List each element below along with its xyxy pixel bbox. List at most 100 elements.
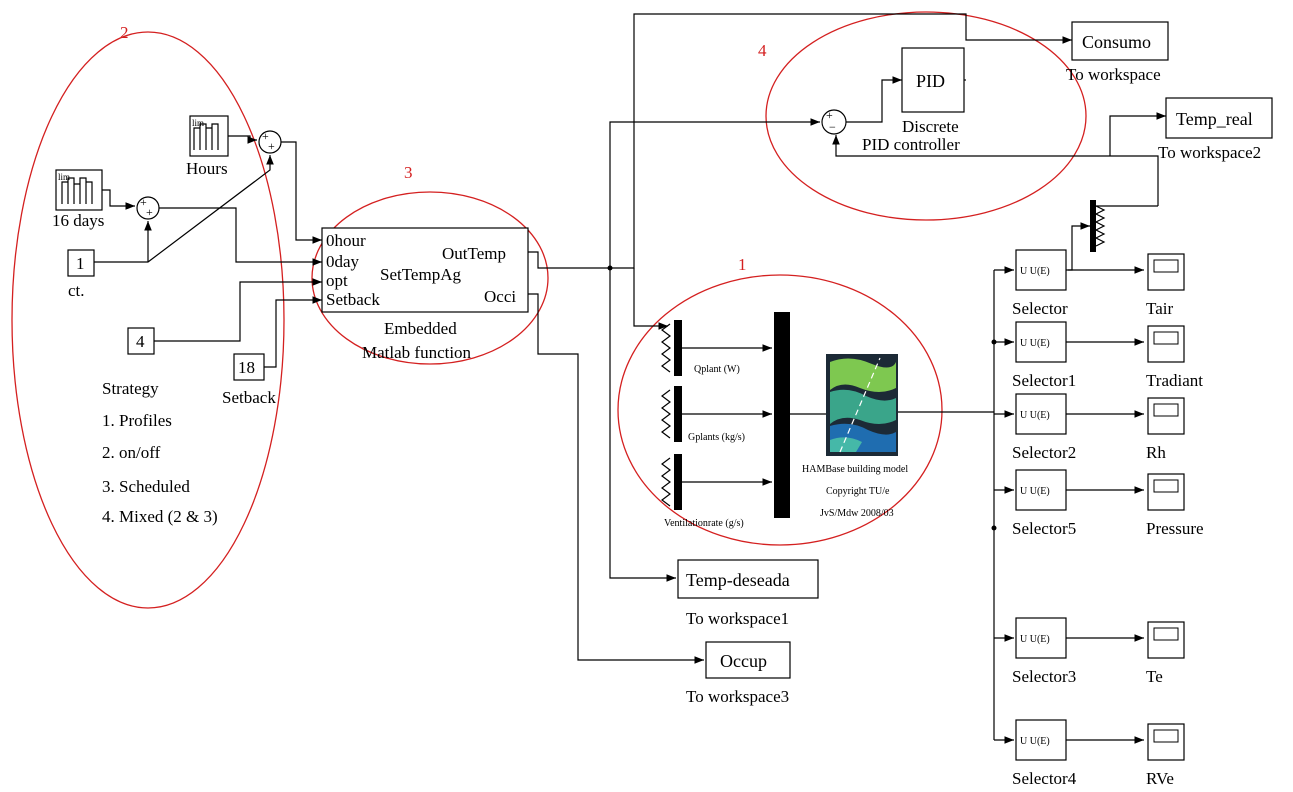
temp-real-sub: To workspace2 — [1158, 143, 1261, 162]
branch-point-bus-1 — [991, 339, 997, 345]
strategy-item-4: 4. Mixed (2 & 3) — [102, 507, 218, 526]
consumo-sub: To workspace — [1066, 65, 1161, 84]
temp-real-label: Temp_real — [1176, 109, 1253, 129]
embedded-caption-1: Embedded — [384, 319, 457, 338]
sum-hours[interactable]: + + — [258, 129, 282, 154]
port-occi: Occi — [484, 287, 516, 306]
constant-1-block[interactable] — [67, 249, 95, 277]
hambase-line-1: HAMBase building model — [802, 464, 908, 475]
svg-text:+: + — [262, 129, 269, 143]
selector-block-label: U U(E) — [1020, 736, 1050, 747]
scope-screen-icon — [1153, 259, 1179, 273]
scope-name: Pressure — [1146, 519, 1204, 538]
scope-screen-icon — [1153, 331, 1179, 345]
input-mux-ventilation[interactable] — [661, 454, 682, 510]
svg-text:+: + — [146, 205, 153, 219]
scope-name: Rh — [1146, 443, 1166, 462]
temp-deseada-label: Temp-deseada — [686, 570, 790, 590]
wire-sumhours-to-0hour — [281, 141, 322, 244]
region-ellipse-4 — [765, 11, 1087, 221]
wire-days-to-sum — [102, 189, 135, 210]
wire-outtemp-to-mux-qplant — [610, 13, 1072, 269]
scope-screen-icon — [1153, 479, 1179, 493]
hours-source-block[interactable]: lim — [189, 115, 229, 157]
selector-name: Selector2 — [1012, 443, 1076, 462]
wire-hours-to-sum — [228, 135, 257, 144]
input-mux-gplants[interactable] — [661, 386, 682, 442]
wire-occi — [528, 293, 704, 664]
selector-block-label: U U(E) — [1020, 338, 1050, 349]
strategy-item-3: 3. Scheduled — [102, 477, 190, 496]
port-outtemp: OutTemp — [442, 244, 506, 263]
region-ellipse-2 — [11, 31, 285, 609]
scope-name: Tair — [1146, 299, 1173, 318]
occup-workspace-block[interactable] — [705, 641, 791, 679]
scope-screen-icon — [1153, 627, 1179, 641]
selector-block-label: U U(E) — [1020, 634, 1050, 645]
input-mux-qplant[interactable] — [661, 320, 682, 376]
svg-text:lim: lim — [58, 172, 70, 182]
selector-name: Selector — [1012, 299, 1068, 318]
svg-text:+: + — [268, 139, 275, 153]
selector-name: Selector5 — [1012, 519, 1076, 538]
svg-text:+: + — [826, 108, 833, 122]
temp-deseada-workspace-block[interactable] — [677, 559, 819, 599]
scope-screen-icon — [1153, 403, 1179, 417]
selector-name: Selector1 — [1012, 371, 1076, 390]
port-0day: 0day — [326, 252, 360, 271]
consumo-workspace-block[interactable] — [1071, 21, 1169, 61]
demux-temp[interactable] — [1090, 200, 1096, 252]
constant-1-value: 1 — [76, 254, 85, 273]
port-opt: opt — [326, 271, 348, 290]
strategy-item-2: 2. on/off — [102, 443, 161, 462]
pid-caption-2: PID controller — [862, 135, 960, 154]
region-label-2: 2 — [120, 23, 129, 42]
hambase-line-3: JvS/Mdw 2008/03 — [820, 508, 894, 519]
sum-pid-error[interactable]: + − — [821, 108, 847, 135]
region-label-1: 1 — [738, 255, 747, 274]
occup-label: Occup — [720, 651, 767, 671]
selector-block[interactable] — [1015, 617, 1067, 659]
wire-18-to-setback — [264, 296, 322, 368]
wire-outtemp-to-tempdeseada — [609, 268, 676, 582]
branch-point-bus-2 — [991, 525, 997, 531]
wire-sum-to-pid — [846, 76, 902, 123]
region-label-3: 3 — [404, 163, 413, 182]
embedded-function-name: SetTempAg — [380, 265, 461, 284]
strategy-title: Strategy — [102, 379, 159, 398]
constant-4-block[interactable] — [127, 327, 155, 355]
sum-days[interactable]: + + — [136, 195, 160, 220]
wire-temp-feedback — [832, 135, 1159, 206]
gplants-label: Gplants (kg/s) — [688, 432, 745, 443]
svg-text:−: − — [829, 120, 836, 134]
wire-sumdays-to-0day — [159, 207, 322, 266]
wire-4-to-opt — [154, 278, 322, 342]
port-0hour: 0hour — [326, 231, 366, 250]
selector-block[interactable] — [1015, 393, 1067, 435]
wire-to-temp-real — [1109, 112, 1166, 156]
embedded-matlab-function-block[interactable] — [321, 227, 529, 313]
occup-sub: To workspace3 — [686, 687, 789, 706]
temp-real-workspace-block[interactable] — [1165, 97, 1273, 139]
scope-name: Tradiant — [1146, 371, 1203, 390]
selector-block-label: U U(E) — [1020, 410, 1050, 421]
constant-1-label: ct. — [68, 281, 85, 300]
days-source-block[interactable]: lim — [55, 169, 103, 211]
hambase-model-block[interactable] — [826, 354, 898, 456]
selector-block[interactable] — [1015, 249, 1067, 291]
selector-name: Selector3 — [1012, 667, 1076, 686]
svg-text:+: + — [140, 195, 147, 209]
port-setback: Setback — [326, 290, 380, 309]
selector-block-label: U U(E) — [1020, 486, 1050, 497]
strategy-item-1: 1. Profiles — [102, 411, 172, 430]
wire-outtemp — [528, 251, 610, 269]
hours-label: Hours — [186, 159, 228, 178]
hambase-line-2: Copyright TU/e — [826, 486, 890, 497]
selector-block[interactable] — [1015, 469, 1067, 511]
temp-deseada-sub: To workspace1 — [686, 609, 789, 628]
scope-name: Te — [1146, 667, 1163, 686]
wire-branch-to-qplant — [633, 268, 668, 330]
hambase-input-mux[interactable] — [774, 312, 790, 518]
setback-constant-value: 18 — [238, 358, 255, 377]
selector-group: U U(E) Selector Tair U U(E) Selector1 Tradian… — [994, 249, 1204, 788]
